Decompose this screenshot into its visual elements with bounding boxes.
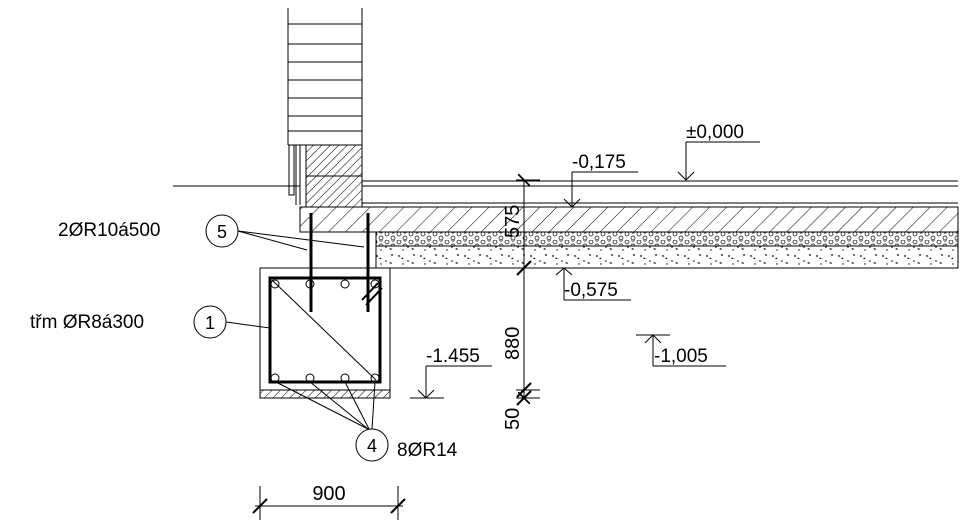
label-rebar-main: 4 8ØR14 bbox=[275, 381, 458, 462]
level-terrain-text: -1,005 bbox=[654, 346, 708, 367]
level-floor-bottom-text: -0,575 bbox=[564, 280, 618, 301]
level-floor-top-text: -0,175 bbox=[572, 152, 626, 173]
footing bbox=[259, 213, 391, 399]
level-floor-bottom: -0,575 bbox=[555, 267, 631, 301]
level-floor-top: -0,175 bbox=[563, 152, 638, 208]
marker-4: 4 bbox=[367, 436, 377, 456]
stirrup-text: třm ØR8á300 bbox=[30, 312, 144, 333]
level-footing-bottom: -1.455 bbox=[410, 346, 492, 399]
dimension-width: 900 bbox=[252, 483, 406, 520]
wall bbox=[287, 8, 363, 208]
level-ground-text: ±0,000 bbox=[686, 122, 744, 143]
marker-1: 1 bbox=[205, 313, 215, 333]
dim-footing-depth: 880 bbox=[502, 327, 524, 360]
level-ground: ±0,000 bbox=[677, 122, 760, 181]
dim-footing-width: 900 bbox=[312, 483, 345, 505]
level-footing-bottom-text: -1.455 bbox=[426, 346, 480, 367]
floor-slab bbox=[173, 180, 959, 269]
rebar-main-text: 8ØR14 bbox=[397, 440, 458, 461]
marker-5: 5 bbox=[217, 222, 227, 242]
label-rebar-top: 2ØR10á500 5 bbox=[58, 214, 365, 251]
label-stirrup: třm ØR8á300 1 bbox=[30, 305, 271, 339]
dim-blinding: 50 bbox=[502, 408, 524, 430]
rebar-top-text: 2ØR10á500 bbox=[58, 220, 160, 241]
dimension-chain: 575 880 50 bbox=[502, 180, 540, 430]
dim-floor-thickness: 575 bbox=[502, 205, 524, 238]
level-terrain: -1,005 bbox=[636, 334, 726, 367]
